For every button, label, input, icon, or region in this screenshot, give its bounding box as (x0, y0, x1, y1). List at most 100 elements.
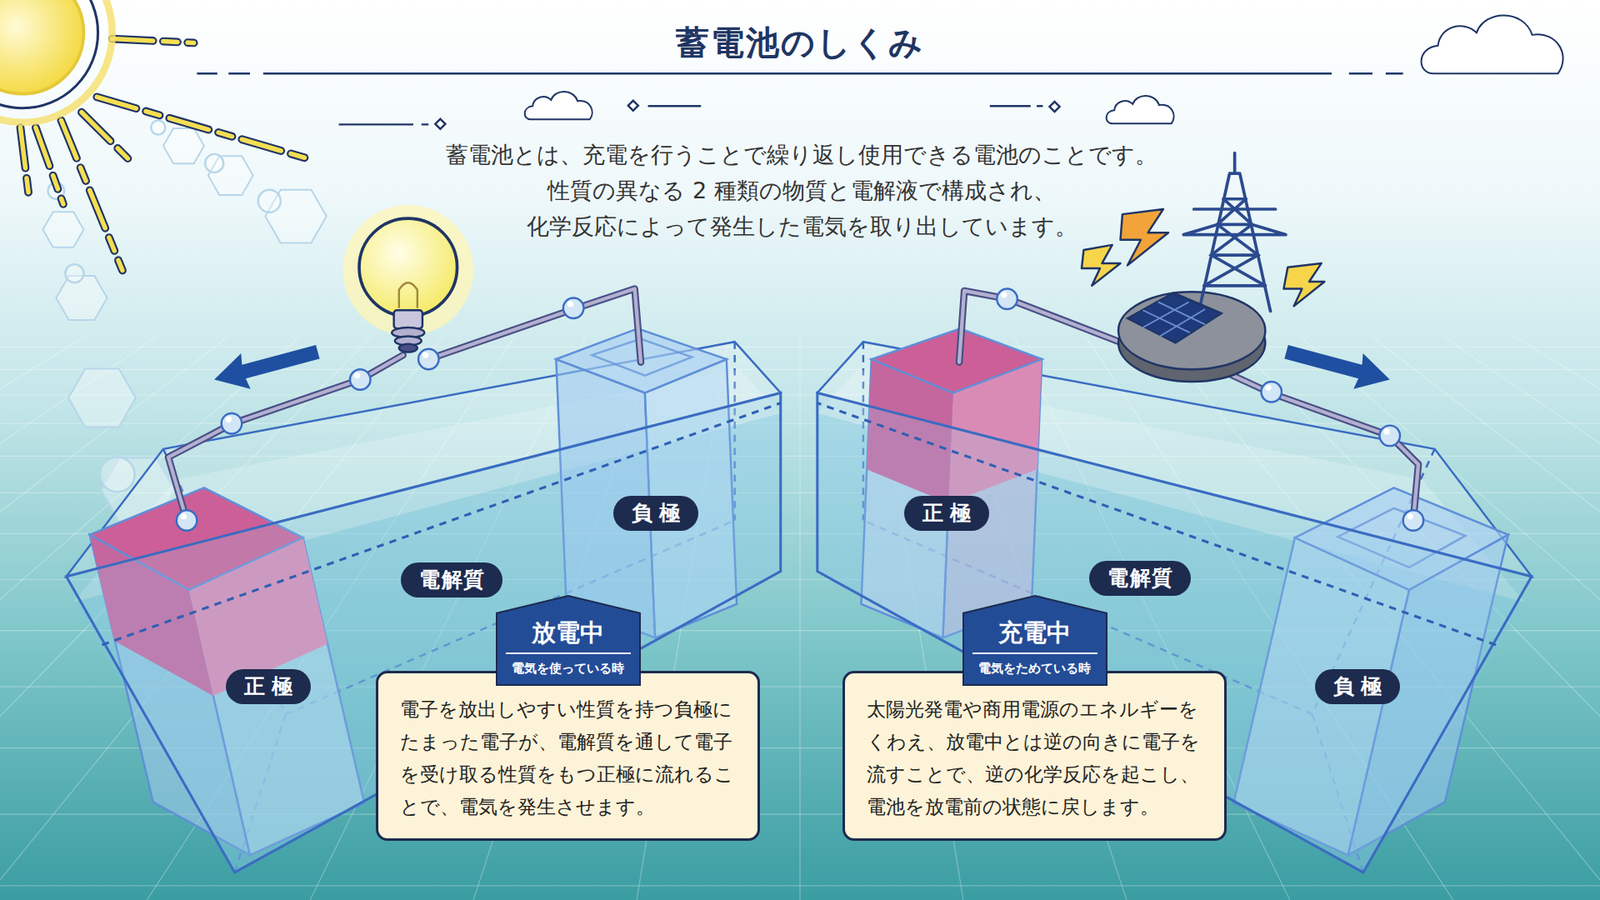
wire-joint (221, 413, 242, 434)
wire-joint (176, 289, 1424, 531)
power-tower (1204, 199, 1265, 286)
part-label: 電解質 (1107, 565, 1174, 590)
battery-tank (817, 392, 1532, 873)
wire-joint (418, 349, 439, 370)
power-tower (1199, 153, 1271, 312)
intro-text: 性質の異なる 2 種類の物質と電解液で構成され、 (547, 176, 1055, 205)
state-badge: 充電中電気をためている時 (962, 595, 1108, 686)
badge-rule (972, 652, 1098, 655)
lightning-bolt (1081, 245, 1121, 286)
intro-text: 蓄電池とは、充電を行うことで繰り返し使用できる電池のことです。 (445, 140, 1158, 170)
hexagon-bubbles (68, 369, 136, 428)
clouds (1421, 15, 1564, 74)
wire-joint (176, 510, 197, 530)
decor-lines (435, 119, 445, 130)
power-tower (1142, 301, 1205, 337)
decor-lines (1049, 101, 1060, 112)
state-heading: 放電中 (531, 618, 605, 647)
callout-text: 電子を放出しやすい性質を持つ負極にたまった電子が、電解質を通して電子を受け取る性… (400, 693, 736, 824)
sun (0, 0, 306, 270)
wire-joint-highlight (354, 372, 360, 379)
power-tower (1183, 153, 1285, 312)
badge-shape (963, 595, 1107, 685)
wire (959, 290, 1419, 521)
part-label: 正極 (244, 674, 301, 699)
wire-joint (1260, 381, 1281, 402)
wire (959, 290, 1419, 521)
intro-text: 化学反応によって発生した電気を取り出しています。 (526, 212, 1078, 241)
flow-arrow (209, 334, 1395, 398)
state-callout: 放電中電気を使っている時電子を放出しやすい性質を持つ負極にたまった電子が、電解質… (375, 595, 760, 841)
callout-text: 太陽光発電や商用電源のエネルギーをくわえ、放電中とは逆の向きに電子を流すことで、… (866, 693, 1203, 824)
clouds (1106, 95, 1175, 124)
wire (168, 289, 641, 521)
lightning-bolt (1283, 263, 1325, 306)
sun (0, 0, 84, 95)
power-tower (1118, 153, 1286, 382)
wire-joint-highlight (1407, 513, 1414, 520)
lightning-bolt (1120, 209, 1169, 265)
light-bulb (359, 218, 458, 317)
wire-joint (350, 369, 370, 390)
part-label: 正極 (922, 500, 980, 525)
state-callout: 充電中電気をためている時太陽光発電や商用電源のエネルギーをくわえ、放電中とは逆の… (842, 595, 1227, 841)
hexagon-bubbles (205, 154, 224, 173)
part-label-pill: 電解質 (1089, 560, 1191, 596)
power-tower (1127, 292, 1222, 343)
floor-grid (0, 336, 1600, 900)
part-label: 電解質 (419, 567, 485, 592)
power-tower (1204, 199, 1265, 286)
badge-shape (496, 595, 640, 685)
callout-box: 太陽光発電や商用電源のエネルギーをくわえ、放電中とは逆の向きに電子を流すことで、… (842, 670, 1227, 841)
decor-lines (196, 72, 1403, 75)
light-bulb (342, 205, 474, 352)
wire (168, 289, 641, 521)
hexagon-bubbles (42, 211, 84, 247)
hexagon-bubbles (150, 120, 165, 135)
flow-arrow (209, 334, 323, 398)
diagram-title: 蓄電池のしくみ (0, 21, 1600, 64)
wire-joint-highlight (225, 416, 232, 423)
part-label: 負極 (631, 500, 689, 525)
wire-joint-highlight (422, 351, 429, 358)
sun (0, 0, 99, 109)
battery-tank (817, 341, 1532, 873)
hexagon-bubbles (65, 264, 84, 283)
power-tower (1118, 291, 1265, 370)
clouds (525, 91, 593, 120)
sun (0, 0, 113, 123)
wire-joint-highlight (1265, 385, 1271, 391)
light-bulb (342, 205, 474, 336)
part-label-pill: 正極 (225, 669, 312, 705)
light-bulb (394, 310, 423, 329)
hexagon-bubbles (55, 275, 107, 320)
light-bulb (399, 282, 418, 309)
wire-joint-highlight (1000, 291, 1007, 298)
part-label-pill: 電解質 (400, 562, 503, 598)
flow-arrow (1281, 334, 1395, 398)
floor-grid (0, 336, 1600, 900)
part-label: 負極 (1333, 674, 1390, 699)
power-tower (1183, 209, 1285, 235)
wire-joint-highlight (1383, 428, 1390, 435)
light-bulb (399, 344, 418, 353)
callout-box: 電子を放出しやすい性質を持つ負極にたまった電子が、電解質を通して電子を受け取る性… (375, 670, 760, 841)
state-heading: 充電中 (998, 618, 1071, 647)
lightning-bolt (1081, 209, 1325, 306)
part-label-pill: 正極 (904, 495, 990, 531)
wire-joint (1380, 425, 1400, 446)
wire (168, 289, 1419, 521)
hexagon-bubbles (258, 190, 281, 213)
wire-joint (996, 289, 1017, 310)
battery-tank (66, 341, 781, 873)
state-subtitle: 電気をためている時 (978, 660, 1091, 676)
wire-joint (1403, 510, 1424, 530)
state-badge: 放電中電気を使っている時 (495, 595, 641, 686)
badge-rule (505, 652, 631, 655)
hexagon-bubbles (100, 457, 135, 493)
part-label-pill: 負極 (613, 495, 700, 531)
wire-joint-highlight (180, 513, 187, 520)
decor-lines (196, 73, 1403, 130)
wire-joint (563, 298, 584, 319)
